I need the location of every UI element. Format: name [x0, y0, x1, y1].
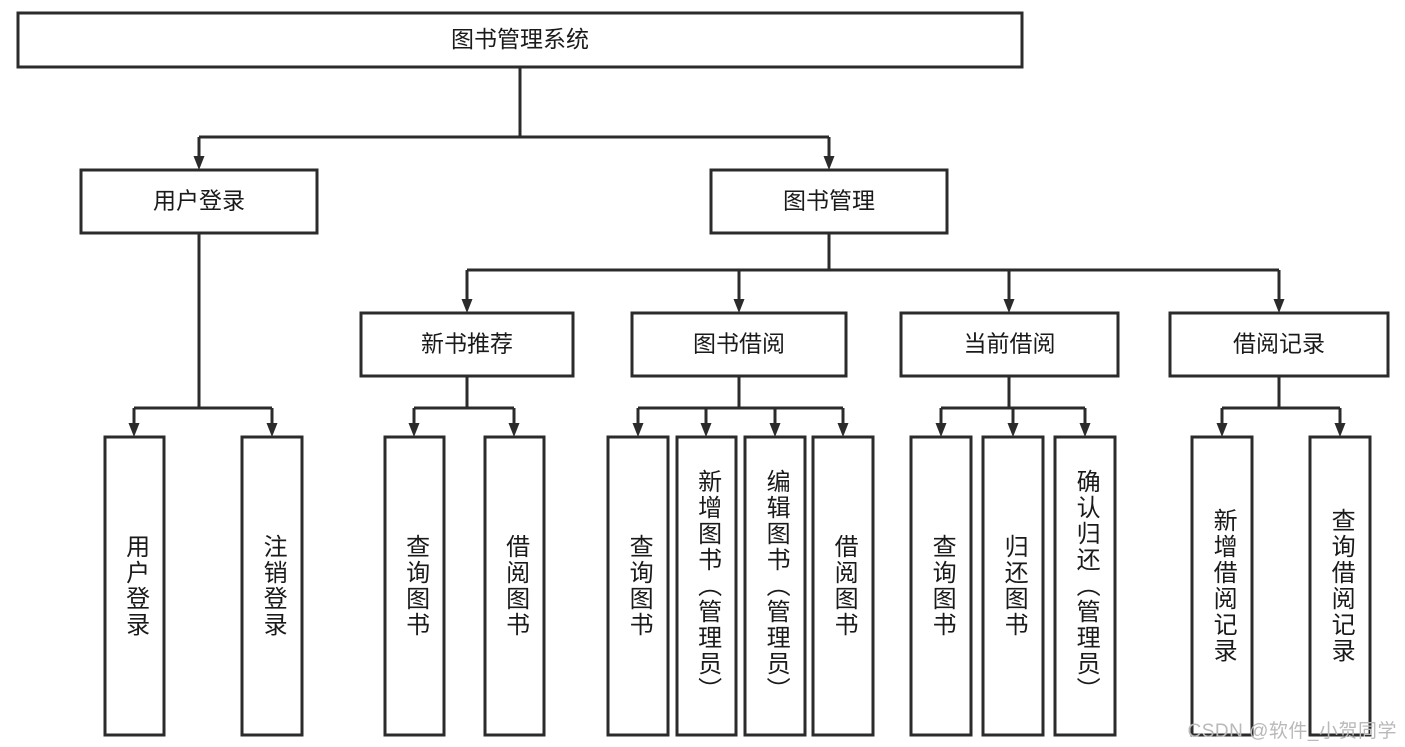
edge-user-login-leaf-0-arrowhead — [128, 423, 140, 437]
edge-bookmanage-to-borrow-record-arrowhead — [1273, 299, 1285, 313]
edge-new-book-recommend-leaf-0-arrowhead — [408, 423, 420, 437]
node-label-book-manage: 图书管理 — [783, 188, 875, 214]
node-box-book-manage — [709, 168, 949, 235]
leaf-leaf-query-book-3[interactable] — [909, 435, 973, 737]
node-box-borrow-record — [1168, 311, 1390, 378]
node-label-current-borrow: 当前借阅 — [964, 331, 1056, 357]
edge-user-login-leaf-1-arrowhead — [266, 423, 278, 437]
connector-edges — [128, 67, 1346, 437]
edge-current-borrow-leaf-1-arrowhead — [1007, 423, 1019, 437]
edge-root-to-user-login-arrowhead — [193, 156, 205, 170]
node-user-login[interactable]: 用户登录 — [79, 168, 319, 235]
edge-bookmanage-to-current-borrow-arrowhead — [1003, 299, 1015, 313]
leaf-leaf-add-borrow-record[interactable] — [1190, 435, 1254, 737]
leaf-box-leaf-add-borrow-record — [1190, 435, 1254, 737]
leaf-box-leaf-user-login — [103, 435, 166, 737]
node-label-borrow-record: 借阅记录 — [1233, 331, 1325, 357]
watermark-text: CSDN @软件_小贺同学 — [1187, 721, 1397, 742]
edge-bookmanage-to-book-borrow-arrowhead — [733, 299, 745, 313]
node-root[interactable]: 图书管理系统 — [16, 11, 1024, 69]
leaf-box-leaf-edit-book-admin — [743, 435, 807, 737]
leaf-box-leaf-return-book — [981, 435, 1045, 737]
edge-book-borrow-leaf-3-arrowhead — [837, 423, 849, 437]
node-box-user-login — [79, 168, 319, 235]
leaf-leaf-query-book-2[interactable] — [606, 435, 670, 737]
edge-borrow-record-leaf-0-arrowhead — [1216, 423, 1228, 437]
leaf-leaf-add-book-admin[interactable] — [675, 435, 738, 737]
edge-book-borrow-leaf-2-arrowhead — [769, 423, 781, 437]
leaf-leaf-return-book[interactable] — [981, 435, 1045, 737]
edge-current-borrow-leaf-0-arrowhead — [935, 423, 947, 437]
edge-current-borrow-leaf-2-arrowhead — [1079, 423, 1091, 437]
leaf-leaf-query-book-1[interactable] — [383, 435, 446, 737]
node-label-user-login: 用户登录 — [153, 188, 245, 214]
edge-book-borrow-leaf-1-arrowhead — [700, 423, 712, 437]
leaf-leaf-borrow-book-2[interactable] — [811, 435, 875, 737]
leaf-box-leaf-add-book-admin — [675, 435, 738, 737]
node-label-new-book-recommend: 新书推荐 — [421, 331, 513, 357]
leaf-box-leaf-query-book-3 — [909, 435, 973, 737]
edge-new-book-recommend-leaf-1-arrowhead — [508, 423, 520, 437]
edge-borrow-record-leaf-1-arrowhead — [1334, 423, 1346, 437]
leaf-box-leaf-confirm-return-admin — [1053, 435, 1117, 737]
node-current-borrow[interactable]: 当前借阅 — [899, 311, 1120, 378]
leaf-leaf-logout[interactable] — [240, 435, 304, 737]
leaf-leaf-confirm-return-admin[interactable] — [1053, 435, 1117, 737]
leaf-leaf-query-borrow-record[interactable] — [1308, 435, 1372, 737]
leaf-leaf-user-login[interactable] — [103, 435, 166, 737]
node-new-book-recommend[interactable]: 新书推荐 — [359, 311, 575, 378]
node-book-borrow[interactable]: 图书借阅 — [630, 311, 848, 378]
edge-root-to-book-manage-arrowhead — [823, 156, 835, 170]
leaf-box-leaf-query-book-1 — [383, 435, 446, 737]
node-book-manage[interactable]: 图书管理 — [709, 168, 949, 235]
node-box-book-borrow — [630, 311, 848, 378]
leaf-box-leaf-logout — [240, 435, 304, 737]
leaf-leaf-borrow-book-1[interactable] — [483, 435, 546, 737]
node-box-current-borrow — [899, 311, 1120, 378]
leaf-box-leaf-borrow-book-1 — [483, 435, 546, 737]
node-borrow-record[interactable]: 借阅记录 — [1168, 311, 1390, 378]
node-box-new-book-recommend — [359, 311, 575, 378]
edge-book-borrow-leaf-0-arrowhead — [632, 423, 644, 437]
leaf-box-leaf-borrow-book-2 — [811, 435, 875, 737]
node-box-root — [16, 11, 1024, 69]
node-label-root: 图书管理系统 — [451, 26, 589, 52]
leaf-leaf-edit-book-admin[interactable] — [743, 435, 807, 737]
edge-bookmanage-to-new-book-recommend-arrowhead — [461, 299, 473, 313]
leaf-box-leaf-query-borrow-record — [1308, 435, 1372, 737]
node-label-book-borrow: 图书借阅 — [693, 331, 785, 357]
leaf-box-leaf-query-book-2 — [606, 435, 670, 737]
